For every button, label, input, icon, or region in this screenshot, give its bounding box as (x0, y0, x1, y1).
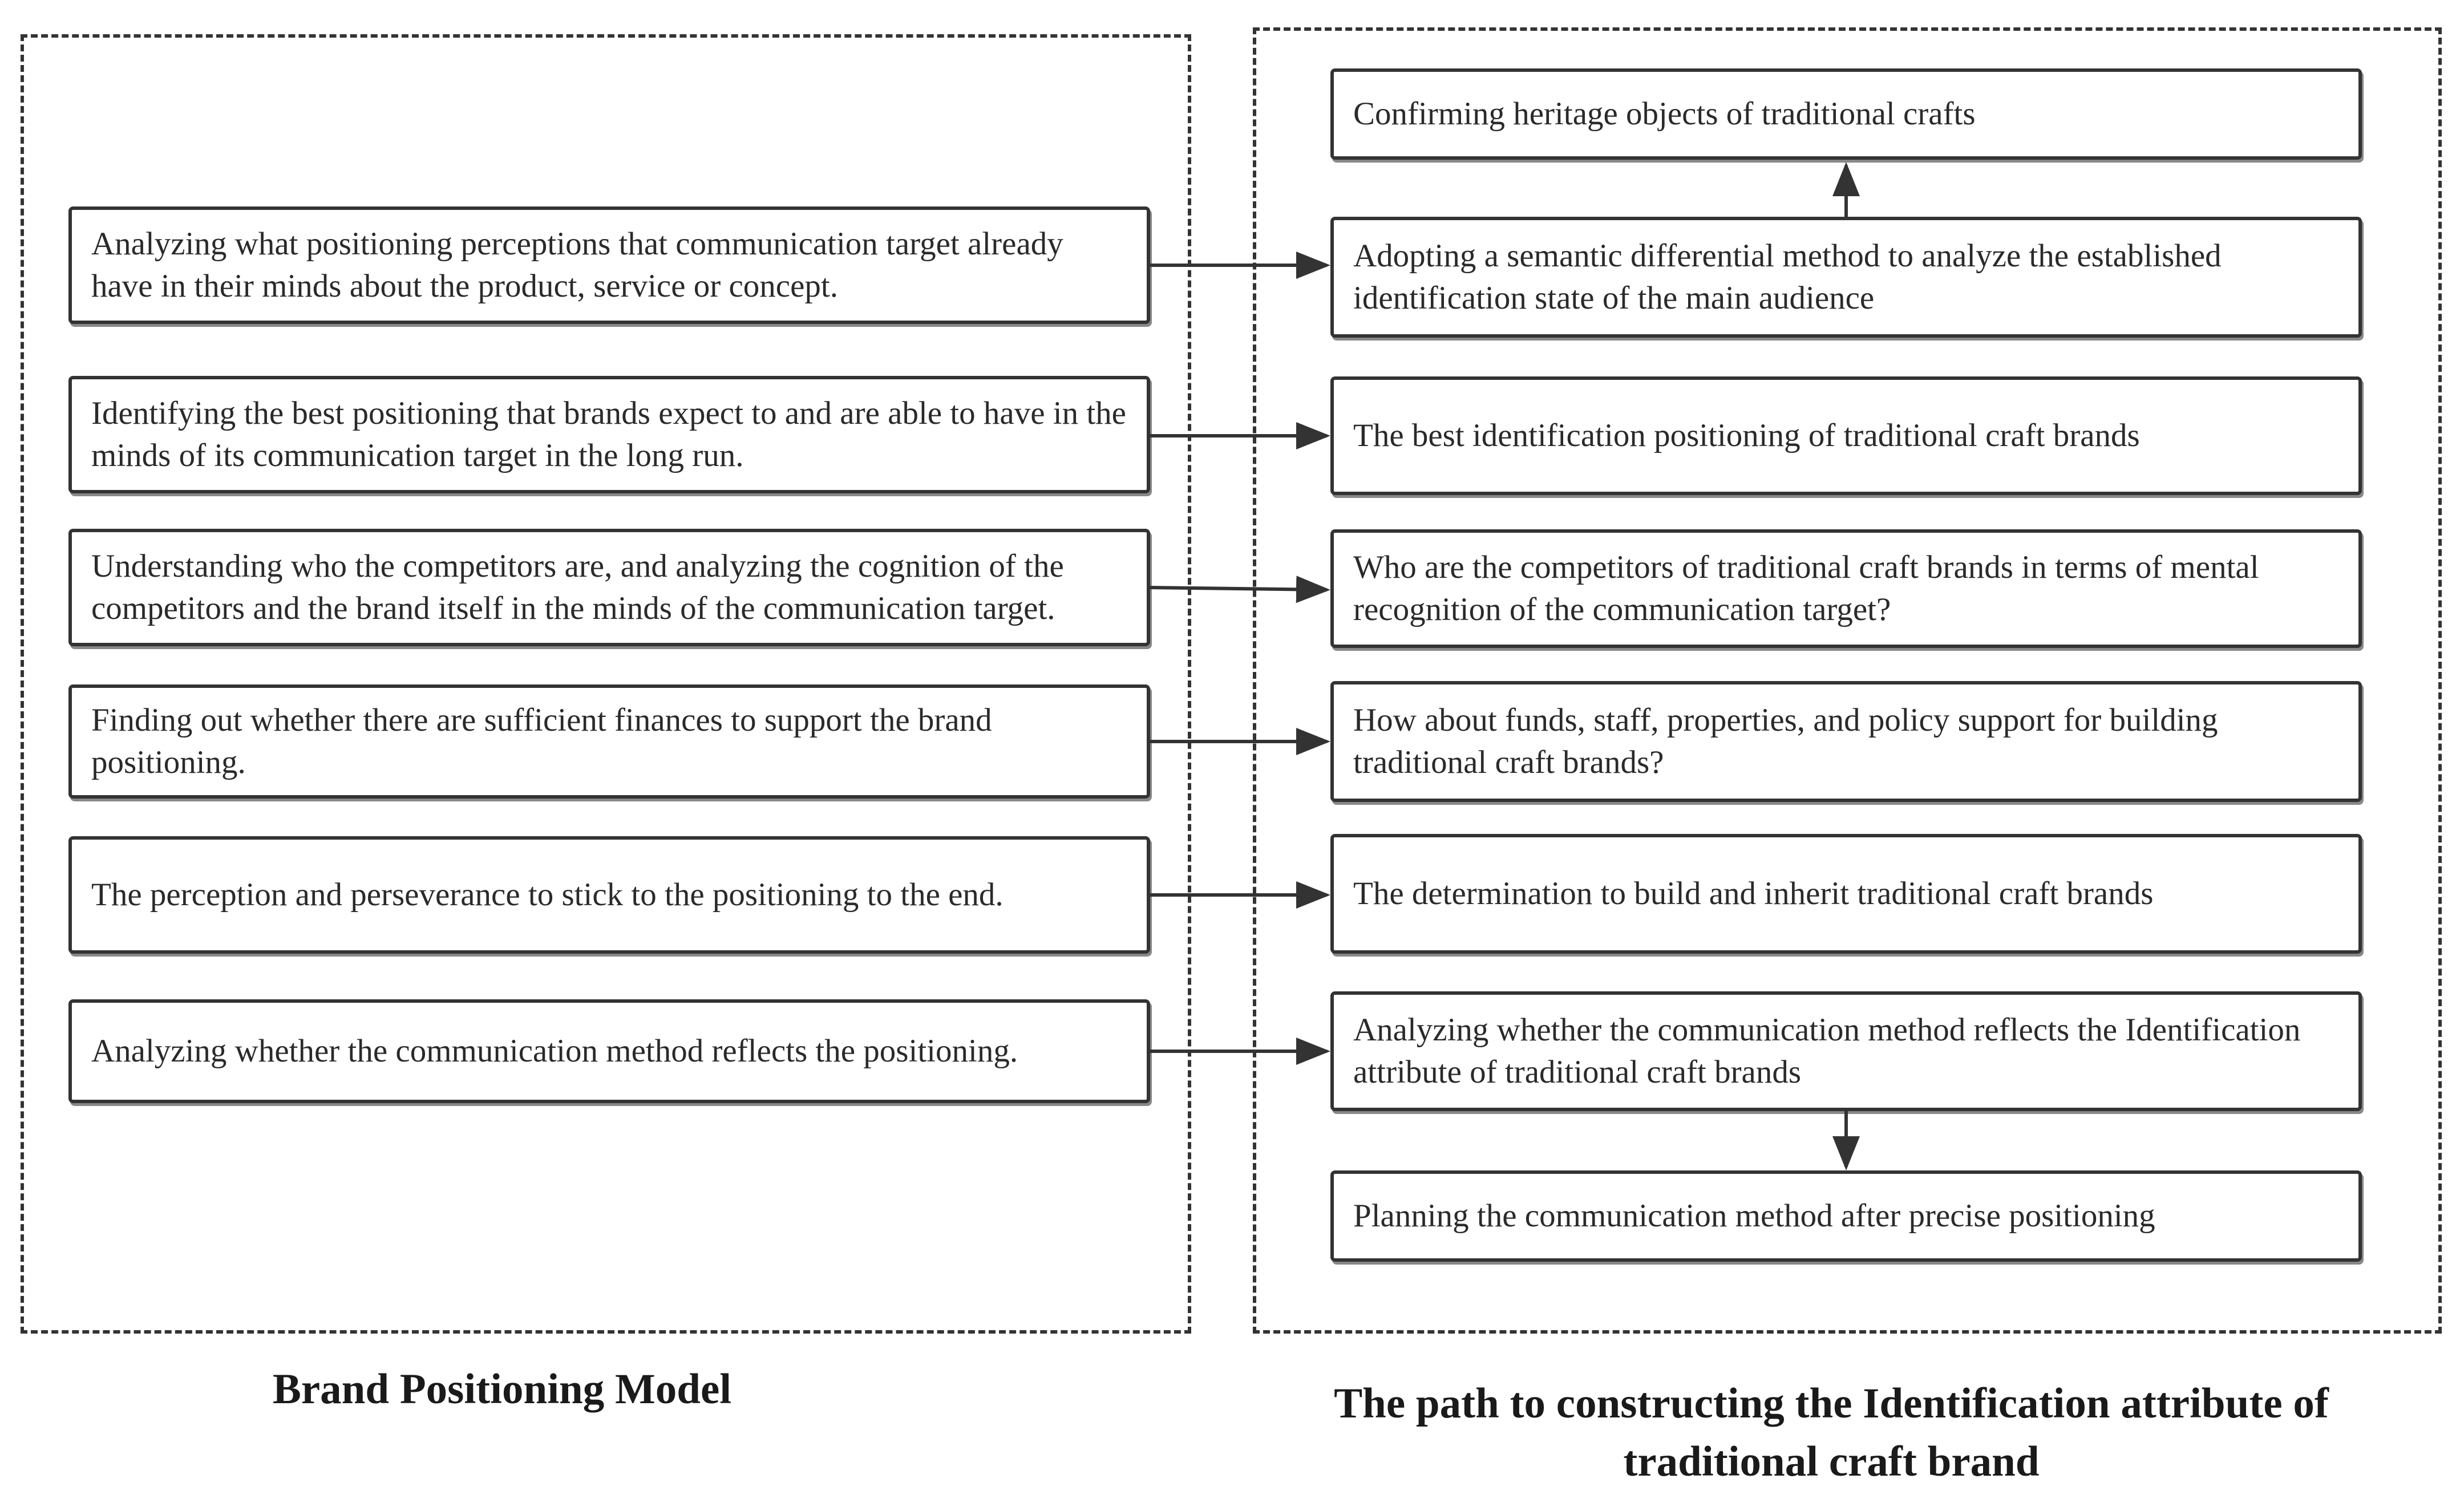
left-box-finances: Finding out whether there are sufficient… (68, 684, 1150, 799)
right-panel-caption: The path to constructing the Identificat… (1334, 1380, 2329, 1485)
left-box-label: Finding out whether there are sufficient… (91, 702, 992, 780)
left-box-best-positioning: Identifying the best positioning that br… (68, 376, 1150, 493)
right-box-funds-support: How about funds, staff, properties, and … (1330, 681, 2362, 802)
left-panel-caption: Brand Positioning Model (272, 1366, 732, 1413)
right-box-planning: Planning the communication method after … (1330, 1170, 2362, 1262)
left-box-label: Understanding who the competitors are, a… (91, 548, 1064, 626)
left-box-competitors: Understanding who the competitors are, a… (68, 529, 1150, 646)
right-box-label: Analyzing whether the communication meth… (1353, 1011, 2301, 1090)
brand-positioning-model-panel (21, 34, 1191, 1334)
left-box-existing-perceptions: Analyzing what positioning perceptions t… (68, 206, 1150, 324)
right-box-determination: The determination to build and inherit t… (1330, 834, 2362, 954)
right-box-semantic-differential: Adopting a semantic differential method … (1330, 217, 2362, 338)
left-box-label: The perception and perseverance to stick… (91, 876, 1004, 913)
right-box-label: Adopting a semantic differential method … (1353, 237, 2222, 316)
right-box-heritage-objects: Confirming heritage objects of tradition… (1330, 68, 2362, 160)
identification-path-panel (1253, 27, 2442, 1334)
right-box-label: Planning the communication method after … (1353, 1197, 2155, 1234)
right-box-label: The determination to build and inherit t… (1353, 875, 2154, 911)
right-box-communication-method: Analyzing whether the communication meth… (1330, 991, 2362, 1111)
left-box-label: Identifying the best positioning that br… (91, 395, 1126, 473)
right-box-best-identification: The best identification positioning of t… (1330, 376, 2362, 495)
right-box-competitors: Who are the competitors of traditional c… (1330, 529, 2362, 648)
right-box-label: The best identification positioning of t… (1353, 417, 2140, 453)
right-box-label: Confirming heritage objects of tradition… (1353, 95, 1976, 132)
left-box-perseverance: The perception and perseverance to stick… (68, 836, 1150, 954)
left-box-label: Analyzing whether the communication meth… (91, 1032, 1018, 1069)
right-box-label: How about funds, staff, properties, and … (1353, 702, 2218, 780)
left-box-label: Analyzing what positioning perceptions t… (91, 225, 1063, 304)
right-box-label: Who are the competitors of traditional c… (1353, 549, 2259, 627)
left-box-communication-method: Analyzing whether the communication meth… (68, 999, 1150, 1103)
